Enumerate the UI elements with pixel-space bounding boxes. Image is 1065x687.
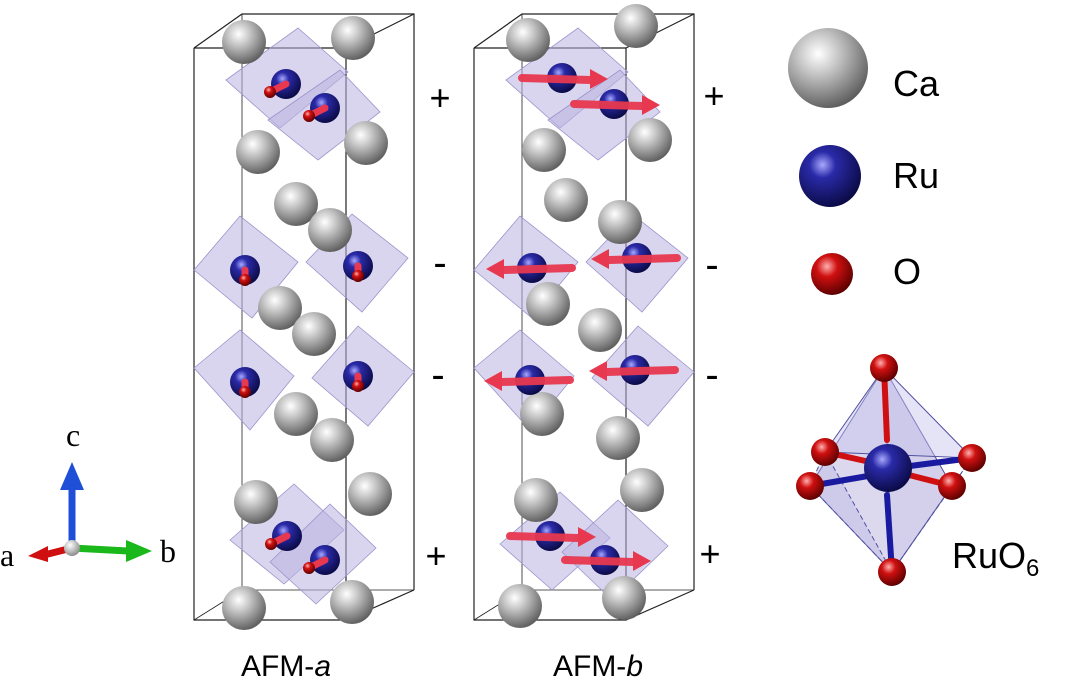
sign-label: +	[429, 77, 450, 118]
moment-arrow	[561, 551, 651, 571]
sign-label: -	[705, 353, 718, 397]
a-axis-arrow-icon	[28, 546, 48, 562]
moment-stub	[352, 262, 364, 282]
axis-label-a: a	[0, 537, 14, 573]
ruo6-octahedra	[473, 27, 695, 601]
legend-ru-label: Ru	[893, 155, 939, 196]
moment-stub	[303, 104, 329, 122]
structure-afm-a	[193, 13, 415, 630]
moment-stub	[352, 372, 364, 392]
axis-label-c: c	[66, 417, 80, 453]
moment-arrow	[518, 69, 608, 89]
sign-label: -	[431, 353, 444, 397]
moment-stub	[264, 80, 290, 98]
atom-legend: Ca Ru O	[788, 28, 940, 295]
ruo6-octahedron-illustration: RuO6	[796, 354, 1039, 586]
octahedron-label: RuO6	[952, 535, 1039, 582]
legend-ca-sphere	[788, 28, 868, 108]
sign-label: +	[425, 535, 446, 576]
axes-origin-icon	[64, 540, 80, 556]
moment-stub	[265, 532, 291, 550]
moment-arrow	[506, 527, 596, 547]
caption-afm-a: AFM-a	[241, 650, 331, 683]
legend-ru-sphere	[799, 145, 861, 207]
legend-o-label: O	[893, 251, 921, 292]
moment-arrow	[591, 249, 681, 269]
calcium-atoms	[498, 4, 672, 628]
legend-ca-label: Ca	[893, 63, 940, 104]
moment-stub	[303, 556, 329, 574]
sign-label: +	[699, 533, 720, 574]
legend-o-sphere	[811, 253, 853, 295]
structure-afm-b	[473, 4, 695, 628]
moment-stub	[239, 378, 251, 398]
calcium-atoms	[222, 16, 392, 630]
moment-stub	[239, 266, 251, 286]
sign-labels-afm-a: + - - +	[425, 77, 450, 576]
magnetic-moments-b-axis	[484, 69, 681, 571]
crystal-axes: c a b	[0, 417, 176, 573]
sign-label: +	[703, 75, 724, 116]
magnetic-moments-a-axis	[239, 80, 364, 574]
b-axis-arrow-icon	[126, 540, 152, 562]
sign-label: -	[705, 243, 718, 287]
caption-afm-b: AFM-b	[553, 650, 643, 683]
moment-arrow	[484, 371, 574, 391]
moment-arrow	[589, 361, 679, 381]
axis-label-b: b	[160, 533, 176, 569]
c-axis-arrow-icon	[60, 462, 84, 490]
moment-arrow	[570, 95, 660, 115]
sign-labels-afm-b: + - - +	[699, 75, 724, 574]
moment-arrow	[486, 259, 576, 279]
sign-label: -	[433, 241, 446, 285]
